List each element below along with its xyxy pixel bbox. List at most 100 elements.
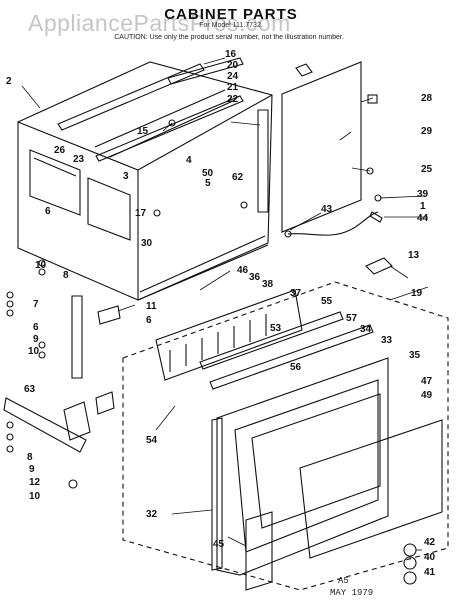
callout-label: 1 bbox=[420, 201, 426, 212]
callout-label: 63 bbox=[24, 384, 36, 395]
callout-label: 46 bbox=[237, 265, 249, 276]
callout-label: 39 bbox=[417, 189, 429, 200]
leader-lines bbox=[21, 57, 429, 551]
callout-label: 5 bbox=[205, 178, 211, 189]
page-subtitle: For Model 111.7732. bbox=[199, 22, 263, 29]
screw-62 bbox=[240, 201, 248, 209]
callout-label: 54 bbox=[146, 435, 158, 446]
callout-label: 23 bbox=[73, 154, 85, 165]
bracket-20 bbox=[295, 63, 313, 77]
callout-label: 40 bbox=[424, 552, 436, 563]
callout-label: 41 bbox=[424, 567, 436, 578]
knobs-40-41-42 bbox=[403, 543, 417, 585]
callout-label: 15 bbox=[137, 126, 149, 137]
callout-label: 25 bbox=[421, 164, 433, 175]
callout-label: 37 bbox=[290, 288, 302, 299]
callout-label: 32 bbox=[146, 509, 158, 520]
callout-label: 43 bbox=[321, 204, 333, 215]
caution-note: CAUTION: Use only the product serial num… bbox=[114, 34, 344, 41]
callout-label: 9 bbox=[29, 464, 35, 475]
callout-label: 28 bbox=[421, 93, 433, 104]
callout-label: 12 bbox=[29, 477, 41, 488]
support-bracket-63 bbox=[3, 397, 87, 453]
callout-label: 56 bbox=[290, 362, 302, 373]
page-title: CABINET PARTS bbox=[164, 6, 298, 23]
callout-label: 44 bbox=[417, 213, 429, 224]
slide-rail-21 bbox=[257, 109, 269, 213]
callout-label: 53 bbox=[270, 323, 282, 334]
callout-label: 22 bbox=[227, 94, 239, 105]
cabinet-window-2 bbox=[87, 177, 131, 241]
grille-49 bbox=[299, 419, 443, 559]
hardware-stack-left bbox=[6, 259, 78, 489]
filter-47 bbox=[251, 393, 381, 529]
callout-label: 47 bbox=[421, 376, 433, 387]
callout-label: 36 bbox=[249, 272, 261, 283]
grille-inner bbox=[234, 379, 379, 553]
ground-screw-43 bbox=[284, 230, 292, 238]
callout-label: 6 bbox=[33, 322, 39, 333]
callout-label: 35 bbox=[409, 350, 421, 361]
cabinet-shell bbox=[17, 61, 273, 301]
callout-label: 45 bbox=[213, 539, 225, 550]
callout-label: 24 bbox=[227, 71, 239, 82]
callout-label: 16 bbox=[225, 49, 237, 60]
vertical-rail-32 bbox=[211, 417, 223, 571]
top-rail-23 bbox=[95, 95, 244, 162]
callout-label: 6 bbox=[45, 206, 51, 217]
ground-wire bbox=[287, 211, 379, 236]
callout-label: 50 bbox=[202, 168, 214, 179]
top-rail-26 bbox=[57, 63, 205, 131]
callout-label: 4 bbox=[186, 155, 192, 166]
callout-label: 49 bbox=[421, 390, 433, 401]
callout-label: 34 bbox=[360, 324, 372, 335]
callout-label: 33 bbox=[381, 335, 393, 346]
leg-block bbox=[63, 401, 91, 441]
cabinet-window bbox=[29, 149, 81, 216]
callout-label: 29 bbox=[421, 126, 433, 137]
callout-label: 8 bbox=[27, 452, 33, 463]
callout-label: 7 bbox=[33, 299, 39, 310]
cabinet-bottom-rail bbox=[137, 235, 269, 301]
footer-date: MAY 1979 bbox=[330, 588, 374, 598]
bracket-11 bbox=[97, 305, 121, 325]
callout-label: 42 bbox=[424, 537, 436, 548]
clip-28 bbox=[367, 94, 378, 104]
callout-label: 2 bbox=[6, 76, 12, 87]
callout-label: 10 bbox=[35, 260, 47, 271]
louver-frame bbox=[155, 289, 303, 381]
callout-label: 11 bbox=[146, 301, 157, 312]
filter-panel bbox=[281, 61, 362, 233]
clip-small bbox=[95, 391, 115, 415]
ground-clip-44 bbox=[369, 211, 383, 223]
callout-label: 30 bbox=[141, 238, 153, 249]
horizontal-bar-34 bbox=[199, 311, 344, 370]
callout-label: 20 bbox=[227, 60, 239, 71]
screw-25 bbox=[366, 167, 374, 175]
footer-code: A5 bbox=[338, 576, 349, 586]
front-grille bbox=[216, 357, 389, 576]
callout-label: 17 bbox=[135, 208, 147, 219]
louver-vanes bbox=[169, 314, 267, 372]
callout-label: 21 bbox=[227, 82, 239, 93]
callout-label: 57 bbox=[346, 313, 358, 324]
screw-17 bbox=[153, 209, 161, 217]
callout-label: 26 bbox=[54, 145, 66, 156]
callout-label: 3 bbox=[123, 171, 129, 182]
callout-label: 10 bbox=[29, 491, 41, 502]
side-rail-7 bbox=[71, 295, 83, 379]
callout-label: 38 bbox=[262, 279, 274, 290]
callout-label: 55 bbox=[321, 296, 333, 307]
callout-label: 9 bbox=[33, 334, 39, 345]
callout-labels: 2 16 20 24 21 22 28 29 25 15 26 23 4 3 5… bbox=[6, 49, 436, 578]
top-rail-16 bbox=[167, 57, 244, 85]
callout-label: 19 bbox=[411, 288, 423, 299]
callout-label: 62 bbox=[232, 172, 244, 183]
callout-label: 10 bbox=[28, 346, 40, 357]
screw-15 bbox=[168, 119, 176, 127]
callout-label: 13 bbox=[408, 250, 420, 261]
front-assembly-boundary bbox=[122, 281, 449, 591]
callout-label: 8 bbox=[63, 270, 69, 281]
base-plate-45 bbox=[245, 511, 273, 591]
